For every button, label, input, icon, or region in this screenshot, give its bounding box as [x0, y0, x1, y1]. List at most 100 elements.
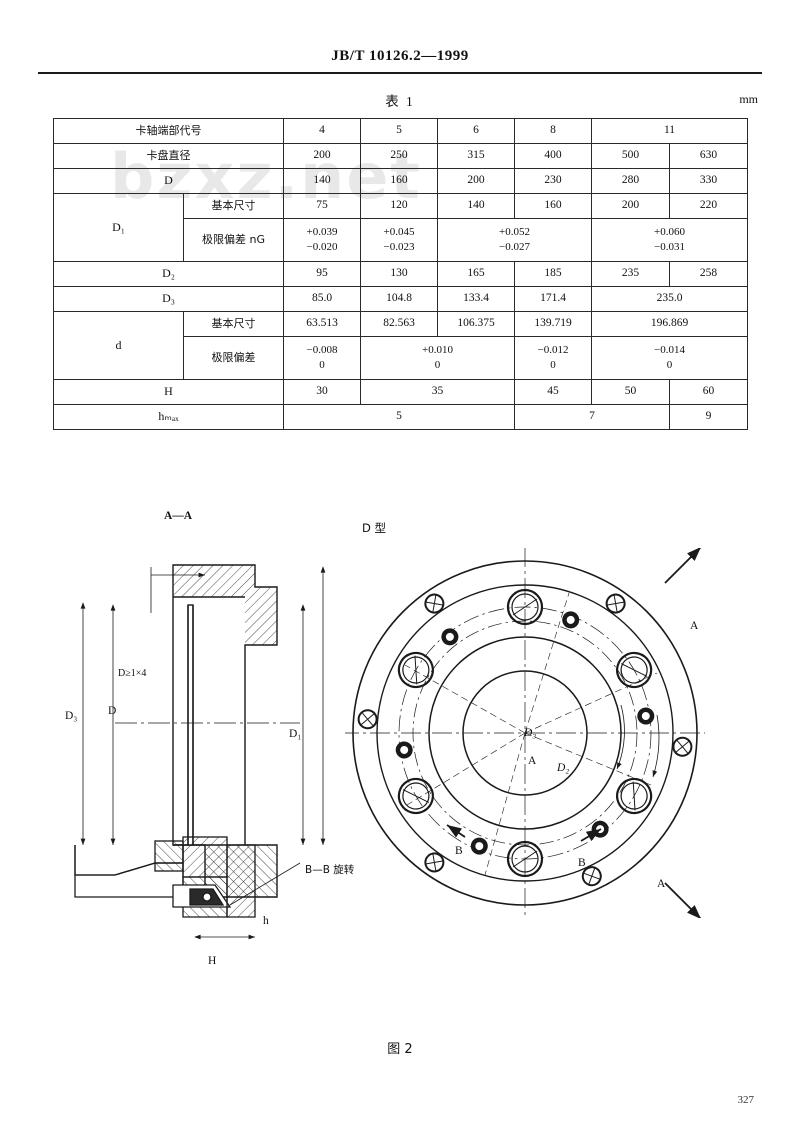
table-unit: mm	[739, 92, 758, 106]
cell-D-5: 330	[668, 168, 749, 194]
mark-A-center: A	[528, 755, 537, 767]
table-row: hₘₐₓ 5 7 9	[53, 404, 749, 430]
cell-chuck-dia-2: 315	[437, 143, 515, 169]
dim-label-d: D	[108, 705, 117, 717]
cell-hmax-2: 9	[668, 404, 749, 430]
cell-D1-dev-0: +0.039 −0.020	[283, 218, 361, 262]
dev-upper: −0.008	[306, 344, 338, 357]
cell-D3-2: 133.4	[437, 286, 515, 312]
cell-D2-1: 130	[360, 261, 438, 287]
header-rule	[38, 72, 762, 74]
table-caption: 表 1	[385, 94, 415, 109]
dev-lower: −0.027	[499, 241, 530, 253]
taper-note: D≥1×4	[118, 668, 147, 679]
row-label-spindle-nose: 卡轴端部代号	[53, 118, 284, 144]
cell-chuck-dia-4: 500	[591, 143, 670, 169]
row-label-D1-basic: 基本尺寸	[183, 193, 284, 219]
table-row: 卡轴端部代号 4 5 6 8 11	[53, 118, 749, 144]
radial-leaders	[404, 592, 658, 876]
table-row: 极限偏差 −0.008 0 +0.010 0 −0.012	[54, 336, 749, 380]
type-label: D 型	[362, 521, 387, 535]
table-row: D₂ 95 130 165 185 235 258	[53, 261, 749, 287]
cell-D1-dev-1: +0.045 −0.023	[360, 218, 438, 262]
cell-D1-dev-2: +0.052 −0.027	[437, 218, 592, 262]
row-label-H: H	[53, 379, 284, 405]
table-row: D 140 160 200 230 280 330	[53, 168, 749, 194]
table-row: d 基本尺寸 63.513 82.563 106.375 139.719 196…	[53, 311, 749, 380]
cell-spindle-nose-3: 8	[514, 118, 592, 144]
dev-lower: 0	[434, 359, 441, 371]
table-row: 卡盘直径 200 250 315 400 500 630	[53, 143, 749, 169]
cell-d-dev-2: −0.012 0	[514, 336, 592, 380]
leader-line	[229, 862, 301, 906]
cell-D3-3: 171.4	[514, 286, 592, 312]
cell-chuck-dia-5: 630	[668, 143, 749, 169]
cell-H-3: 50	[591, 379, 670, 405]
cell-D1-basic-3: 160	[514, 193, 592, 219]
dev-upper: +0.010	[422, 344, 453, 357]
table-row: H 30 35 45 50 60	[53, 379, 749, 405]
cell-D-3: 230	[514, 168, 592, 194]
dev-upper: +0.052	[499, 226, 530, 239]
dev-upper: −0.014	[654, 344, 685, 357]
dev-lower: −0.020	[306, 241, 338, 253]
cell-D2-4: 235	[591, 261, 670, 287]
row-label-hmax: hₘₐₓ	[53, 404, 284, 430]
cell-D1-basic-5: 220	[668, 193, 749, 219]
rotated-section-label: B—B 旋转	[305, 864, 355, 876]
dev-upper: −0.012	[537, 344, 569, 357]
cell-D-0: 140	[283, 168, 361, 194]
page-header: JB/T 10126.2—1999	[331, 48, 469, 64]
cell-d-dev-0: −0.008 0	[283, 336, 361, 380]
cell-D2-0: 95	[283, 261, 361, 287]
dim-label-front-D2: D₂	[557, 762, 570, 774]
figure-caption: 图 2	[387, 1042, 413, 1057]
cell-hmax-0: 5	[283, 404, 515, 430]
camlock-detail	[74, 836, 256, 918]
dev-lower: −0.023	[383, 241, 415, 253]
cell-spindle-nose-2: 6	[437, 118, 515, 144]
cell-H-2: 45	[514, 379, 592, 405]
cell-d-basic-4: 196.869	[590, 311, 749, 337]
dim-label-front-D3: D₃	[524, 727, 537, 739]
cross-section-drawing	[74, 564, 326, 940]
cell-H-4: 60	[668, 379, 749, 405]
dimension-lines	[80, 566, 326, 940]
cell-D-4: 280	[591, 168, 670, 194]
cell-H-1: 35	[360, 379, 515, 405]
cell-D1-dev-3: +0.060 −0.031	[590, 218, 749, 262]
cell-D1-basic-1: 120	[360, 193, 438, 219]
cell-d-dev-3: −0.014 0	[590, 336, 749, 380]
section-view-label: A—A	[164, 510, 193, 522]
page-number: 327	[737, 1094, 755, 1106]
row-label-d-basic: 基本尺寸	[183, 311, 284, 337]
dev-lower: 0	[666, 359, 673, 371]
cell-d-basic-3: 139.719	[514, 311, 592, 337]
row-label-d: d	[53, 311, 184, 380]
dev-lower: −0.031	[654, 241, 685, 253]
cell-d-dev-1: +0.010 0	[360, 336, 515, 380]
mark-A-upper: A	[690, 620, 699, 632]
cell-D-2: 200	[437, 168, 515, 194]
cell-spindle-nose-1: 5	[360, 118, 438, 144]
dev-lower: 0	[550, 359, 556, 371]
cell-D-1: 160	[360, 168, 438, 194]
cell-D2-3: 185	[514, 261, 592, 287]
cell-D1-basic-4: 200	[591, 193, 670, 219]
cell-H-0: 30	[283, 379, 361, 405]
mark-A-lower: A	[657, 878, 666, 890]
cell-D1-basic-0: 75	[283, 193, 361, 219]
cell-hmax-1: 7	[514, 404, 670, 430]
dim-label-H: H	[208, 955, 217, 967]
cell-D3-4: 235.0	[590, 286, 749, 312]
table-row: D₁ 基本尺寸 75 120 140 160 200 220	[53, 193, 749, 262]
mark-B-left: B	[455, 845, 463, 857]
cell-d-basic-0: 63.513	[283, 311, 361, 337]
cell-spindle-nose-4: 11	[590, 118, 749, 144]
dim-label-h: h	[263, 915, 269, 927]
cell-chuck-dia-0: 200	[283, 143, 361, 169]
dim-label-D1: D₁	[289, 728, 302, 740]
cell-d-basic-1: 82.563	[360, 311, 438, 337]
dev-lower: 0	[319, 359, 325, 371]
row-label-D2: D₂	[53, 261, 284, 287]
